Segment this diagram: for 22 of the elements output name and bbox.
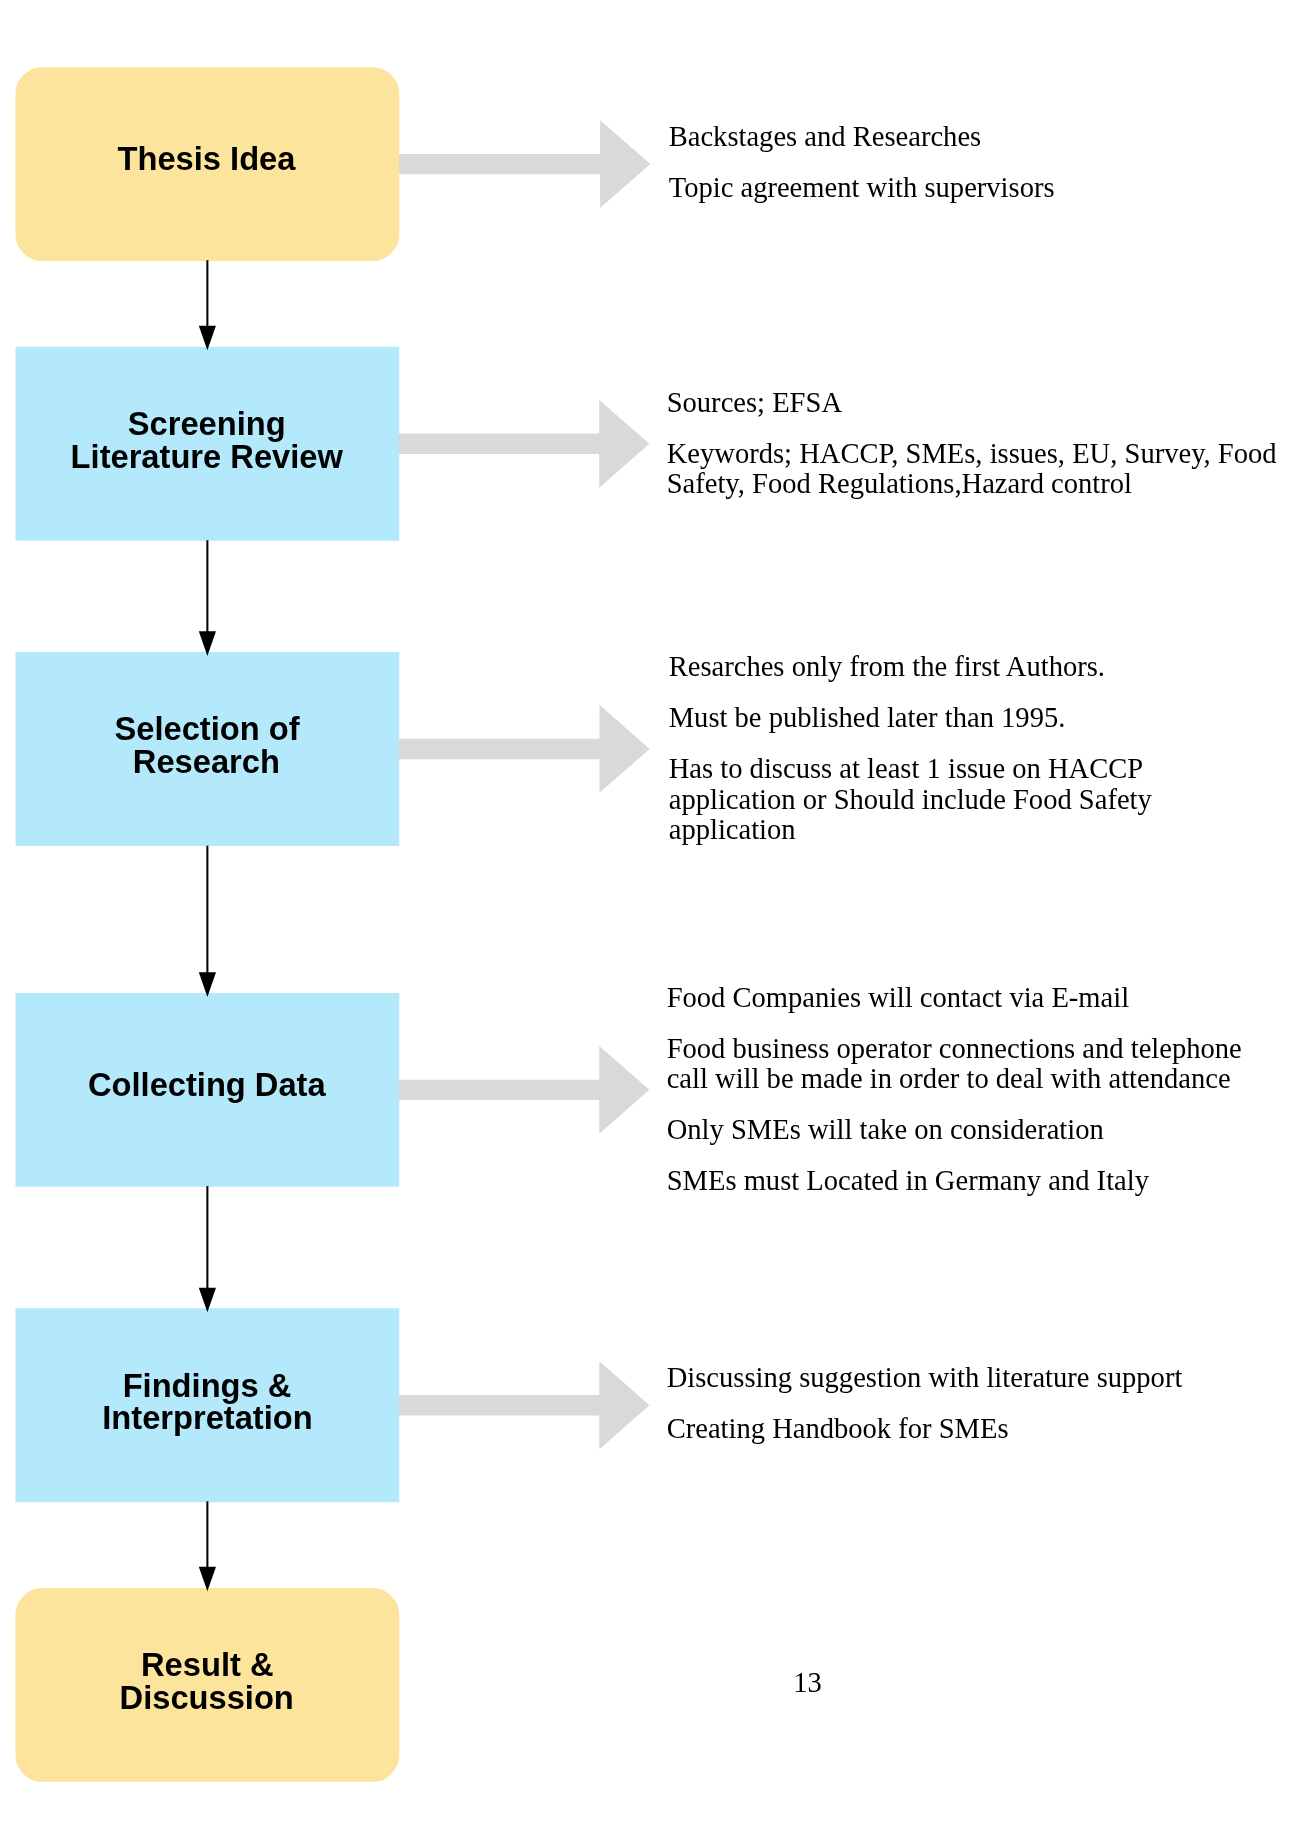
arrow [198, 259, 216, 350]
node-box: Result & Discussion [15, 1587, 400, 1782]
arrow [198, 845, 216, 997]
node-box: Selection of Research [15, 651, 400, 846]
label: 13 [793, 1666, 822, 1698]
arrow [398, 704, 650, 793]
node-text: Backstages and Researches Topic agreement with supervisors [668, 120, 1055, 203]
arrow [198, 1185, 216, 1312]
arrow [398, 1360, 650, 1449]
arrow [398, 399, 650, 488]
arrow [398, 119, 651, 208]
node-box: Screening Literature Review [15, 346, 400, 541]
node-box: Collecting Data [15, 992, 400, 1187]
node-text: Food Companies will contact via E-mail Food business operator connections and telephone call will be made in order to deal with attendance Only SMEs will take on consideration SMEs must Located in Germany and Italy [666, 981, 1242, 1196]
node-text: Sources; EFSA Keywords; HACCP, SMEs, issues, EU, Survey, Food Safety, Food Regulations,Hazard control [666, 386, 1277, 499]
node-box: Findings & Interpretation [15, 1307, 400, 1502]
node-box: Thesis Idea [15, 66, 400, 261]
node-text: Resarches only from the first Authors. Must be published later than 1995. Has to discuss at least 1 issue on HACCP application or Should include Food Safety application [668, 650, 1152, 845]
arrow [198, 539, 216, 656]
node-text: Discussing suggestion with literature support Creating Handbook for SMEs [666, 1361, 1183, 1444]
arrow [198, 1500, 216, 1591]
arrow [398, 1045, 650, 1134]
